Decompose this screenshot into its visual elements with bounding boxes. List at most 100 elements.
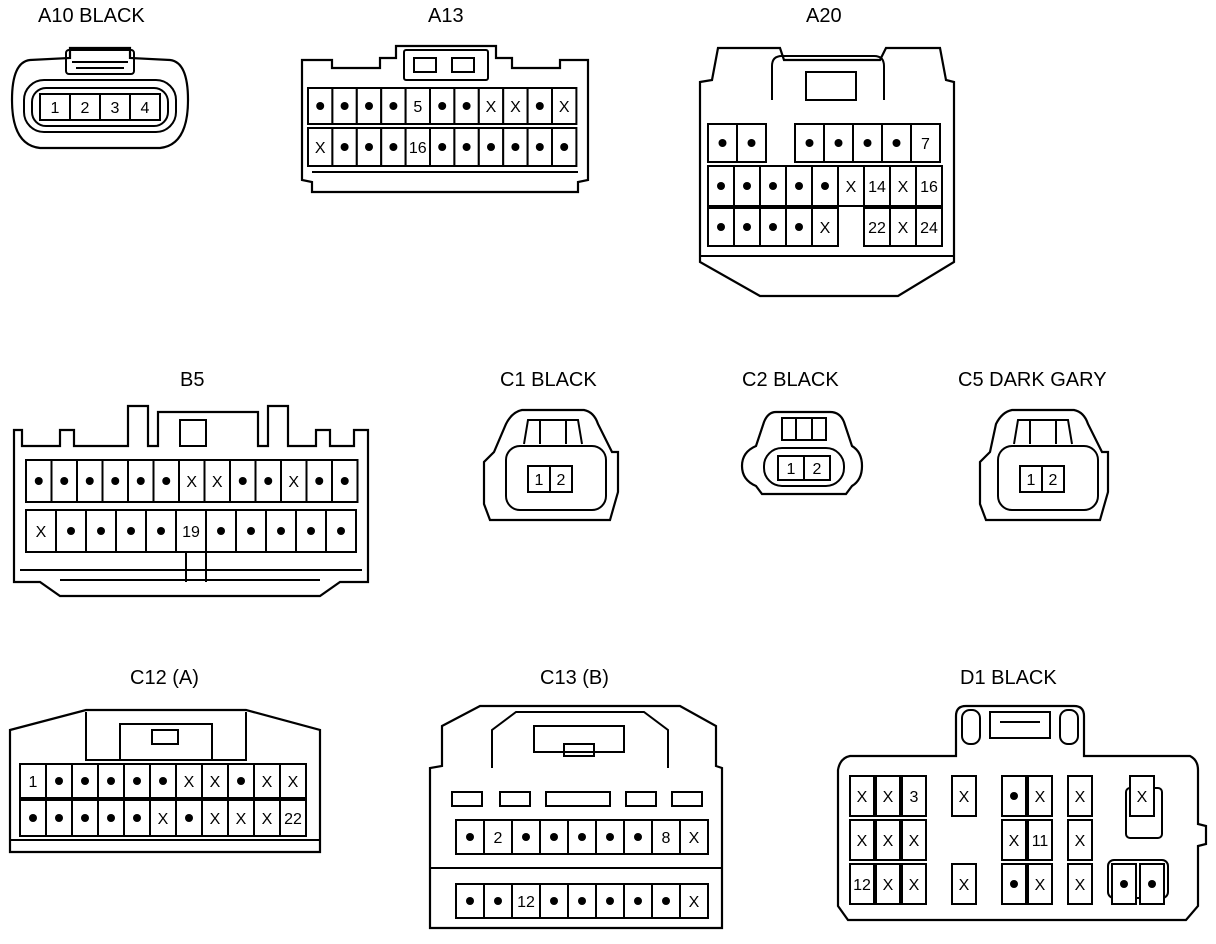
a13-pin-dot [340, 102, 349, 110]
c12-pin-dot [55, 814, 63, 822]
d1-pin-label: 12 [853, 877, 871, 894]
a20-pin [707, 165, 735, 207]
d1-pin [1139, 863, 1165, 905]
a20-pin [707, 207, 735, 247]
c12-pin: X [279, 763, 307, 799]
c12-pin: 1 [19, 763, 47, 799]
d1-pin-cavity [849, 863, 875, 905]
c13-pin-dot [550, 897, 558, 905]
a20-pin-cavity [910, 123, 941, 163]
c12-pin: X [201, 799, 229, 837]
d1-pin-label: X [883, 877, 894, 894]
d1-pin-cavity [875, 819, 901, 861]
a20-pin-cavity [915, 165, 943, 207]
b5-pin [50, 459, 78, 503]
a20-pin-dot [805, 139, 814, 147]
a20-pin-label: X [846, 179, 857, 196]
a13-pin-label: X [315, 140, 326, 157]
c13-pin-dot [578, 897, 586, 905]
d1-pin-label: X [1075, 877, 1086, 894]
b5-pin [295, 509, 327, 553]
c13-pin-dot [466, 833, 474, 841]
c2-pin-label: 1 [787, 461, 796, 478]
a20-pin: 16 [915, 165, 943, 207]
d1-pin-label: X [1075, 789, 1086, 806]
c12-pin-dot [185, 814, 193, 822]
a13-pin-cavity [551, 127, 578, 167]
d1-pin-dot [1010, 792, 1018, 800]
c12-pin-label: X [236, 811, 247, 828]
b5-pin-dot [127, 527, 135, 535]
a13-pin: X [551, 87, 578, 125]
d1-pin-cavity [901, 819, 927, 861]
a13-pin [526, 127, 553, 167]
c12-pin-cavity [279, 763, 307, 799]
b5-pin-dot [264, 477, 273, 485]
c13-pin [623, 883, 653, 919]
c12-pin [123, 763, 151, 799]
a13-pin-label: X [486, 99, 497, 116]
c5-pin: 1 [1019, 465, 1043, 493]
a20-pin-dot [747, 139, 756, 147]
d1-pin-label: X [883, 833, 894, 850]
d1-pin-label: X [857, 789, 868, 806]
c1-pin-cavity [549, 465, 573, 493]
a20-pin-dot [717, 223, 725, 231]
c5-pin-label: 1 [1027, 472, 1036, 489]
a20-pin-cavity [837, 165, 865, 207]
c12-pin-label: X [288, 774, 299, 791]
b5-pin-dot [97, 527, 105, 535]
c13-pin [595, 883, 625, 919]
b5-pin-dot [238, 477, 247, 485]
a13-pin: X [502, 87, 529, 125]
c12-pin-cavity [201, 799, 229, 837]
d1-pin-label: X [959, 789, 970, 806]
a13-pin-dot [365, 143, 373, 151]
d1-pin-label: X [1035, 789, 1046, 806]
c1-pin-label: 1 [535, 472, 544, 489]
d1-pin: X [951, 863, 977, 905]
c12-pin-dot [81, 777, 89, 785]
connector-a13-title: A13 [428, 5, 464, 27]
a20-pin: X [889, 165, 917, 207]
d1-pin-cavity [901, 775, 927, 817]
a20-pin-dot [795, 182, 803, 190]
a20-pin [811, 165, 839, 207]
b5-pin [205, 509, 237, 553]
c12-pin: 22 [279, 799, 307, 837]
a10-pin-cavity [39, 93, 71, 121]
a13-pin [477, 127, 505, 167]
a10-pin-label: 2 [81, 100, 90, 117]
a20-pin-dot [743, 182, 751, 190]
a20-pin-label: 22 [868, 220, 886, 237]
a20-pin: X [889, 207, 917, 247]
d1-pin-dot [1120, 880, 1128, 888]
b5-pin-dot [315, 477, 324, 485]
c2-pin-label: 2 [813, 461, 822, 478]
a20-pin [794, 123, 825, 163]
c13-pin: X [679, 819, 709, 855]
b5-pin [76, 459, 104, 503]
a10-pin-label: 3 [111, 100, 120, 117]
c13-pin [539, 819, 569, 855]
a13-pin-label: 5 [413, 99, 422, 116]
b5-pin-dot [34, 477, 43, 485]
a20-pin-dot [892, 139, 901, 147]
a13-pin-cavity [453, 87, 480, 125]
a13-pin [331, 87, 358, 125]
a20-pin-dot [821, 182, 829, 190]
a20-pin-cavity [889, 207, 917, 247]
c12-pin: X [253, 799, 281, 837]
c12-pin-label: X [158, 811, 169, 828]
d1-pin: X [1129, 775, 1155, 817]
b5-pin [325, 509, 357, 553]
c13-pin-cavity [511, 883, 541, 919]
